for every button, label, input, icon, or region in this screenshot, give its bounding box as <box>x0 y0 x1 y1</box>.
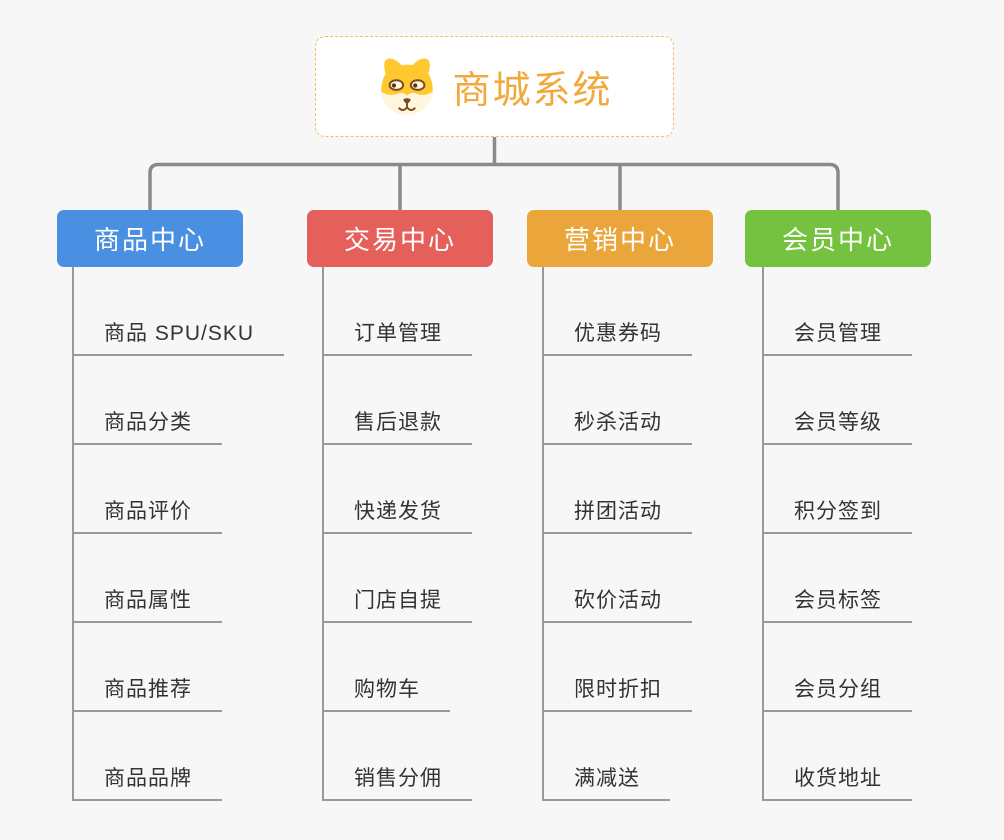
root-title: 商城系统 <box>452 70 613 112</box>
column-trade-center: 订单管理 售后退款 快递发货 门店自提 购物车 销售分佣 <box>322 267 472 801</box>
branch-label: 会员中心 <box>781 225 894 255</box>
child-node[interactable]: 售后退款 <box>322 356 472 445</box>
child-label: 购物车 <box>322 673 450 712</box>
child-label: 收货地址 <box>762 762 912 801</box>
child-node[interactable]: 限时折扣 <box>542 623 692 712</box>
child-node[interactable]: 商品推荐 <box>72 623 284 712</box>
branch-node-member-center[interactable]: 会员中心 <box>745 210 931 267</box>
child-label: 商品属性 <box>72 584 222 623</box>
child-label: 积分签到 <box>762 495 912 534</box>
child-label: 优惠券码 <box>542 317 692 356</box>
child-node[interactable]: 门店自提 <box>322 534 472 623</box>
branch-node-trade-center[interactable]: 交易中心 <box>307 210 493 267</box>
dog-face-icon <box>381 58 434 115</box>
child-label: 销售分佣 <box>322 762 472 801</box>
child-label: 商品分类 <box>72 406 222 445</box>
branch-label: 营销中心 <box>563 225 676 255</box>
child-label: 商品 SPU/SKU <box>72 317 285 356</box>
branch-node-product-center[interactable]: 商品中心 <box>57 210 243 267</box>
child-label: 会员标签 <box>762 584 912 623</box>
child-node[interactable]: 商品评价 <box>72 445 284 534</box>
child-node[interactable]: 满减送 <box>542 712 692 801</box>
child-label: 会员分组 <box>762 673 912 712</box>
child-node[interactable]: 商品分类 <box>72 356 284 445</box>
child-label: 会员管理 <box>762 317 912 356</box>
trunk-line <box>72 267 74 801</box>
child-node[interactable]: 商品 SPU/SKU <box>72 267 285 356</box>
child-label: 商品评价 <box>72 495 222 534</box>
branch-label: 交易中心 <box>343 225 456 255</box>
column-product-center: 商品 SPU/SKU 商品分类 商品评价 商品属性 商品推荐 商品品牌 <box>72 267 285 801</box>
child-node[interactable]: 商品品牌 <box>72 712 284 801</box>
child-label: 门店自提 <box>322 584 472 623</box>
child-label: 售后退款 <box>322 406 472 445</box>
column-marketing-center: 优惠券码 秒杀活动 拼团活动 砍价活动 限时折扣 满减送 <box>542 267 692 801</box>
child-node[interactable]: 拼团活动 <box>542 445 692 534</box>
branch-node-marketing-center[interactable]: 营销中心 <box>527 210 713 267</box>
column-member-center: 会员管理 会员等级 积分签到 会员标签 会员分组 收货地址 <box>762 267 912 801</box>
root-node[interactable]: 商城系统 <box>315 36 674 137</box>
child-node[interactable]: 会员管理 <box>762 267 912 356</box>
child-node[interactable]: 会员标签 <box>762 534 912 623</box>
child-label: 秒杀活动 <box>542 406 692 445</box>
child-label: 订单管理 <box>322 317 472 356</box>
child-label: 商品推荐 <box>72 673 222 712</box>
trunk-line <box>542 267 544 801</box>
child-label: 限时折扣 <box>542 673 692 712</box>
child-node[interactable]: 砍价活动 <box>542 534 692 623</box>
child-label: 会员等级 <box>762 406 912 445</box>
child-label: 商品品牌 <box>72 762 222 801</box>
child-node[interactable]: 商品属性 <box>72 534 284 623</box>
child-node[interactable]: 优惠券码 <box>542 267 692 356</box>
child-label: 砍价活动 <box>542 584 692 623</box>
child-node[interactable]: 会员分组 <box>762 623 912 712</box>
branch-bus-line <box>148 162 840 210</box>
trunk-line <box>322 267 324 801</box>
child-label: 快递发货 <box>322 495 472 534</box>
trunk-line <box>762 267 764 801</box>
child-node[interactable]: 积分签到 <box>762 445 912 534</box>
branch-label: 商品中心 <box>93 225 206 255</box>
child-label: 满减送 <box>542 762 670 801</box>
child-node[interactable]: 会员等级 <box>762 356 912 445</box>
child-node[interactable]: 销售分佣 <box>322 712 472 801</box>
child-node[interactable]: 订单管理 <box>322 267 472 356</box>
child-node[interactable]: 购物车 <box>322 623 472 712</box>
child-node[interactable]: 收货地址 <box>762 712 912 801</box>
child-node[interactable]: 秒杀活动 <box>542 356 692 445</box>
child-label: 拼团活动 <box>542 495 692 534</box>
child-node[interactable]: 快递发货 <box>322 445 472 534</box>
